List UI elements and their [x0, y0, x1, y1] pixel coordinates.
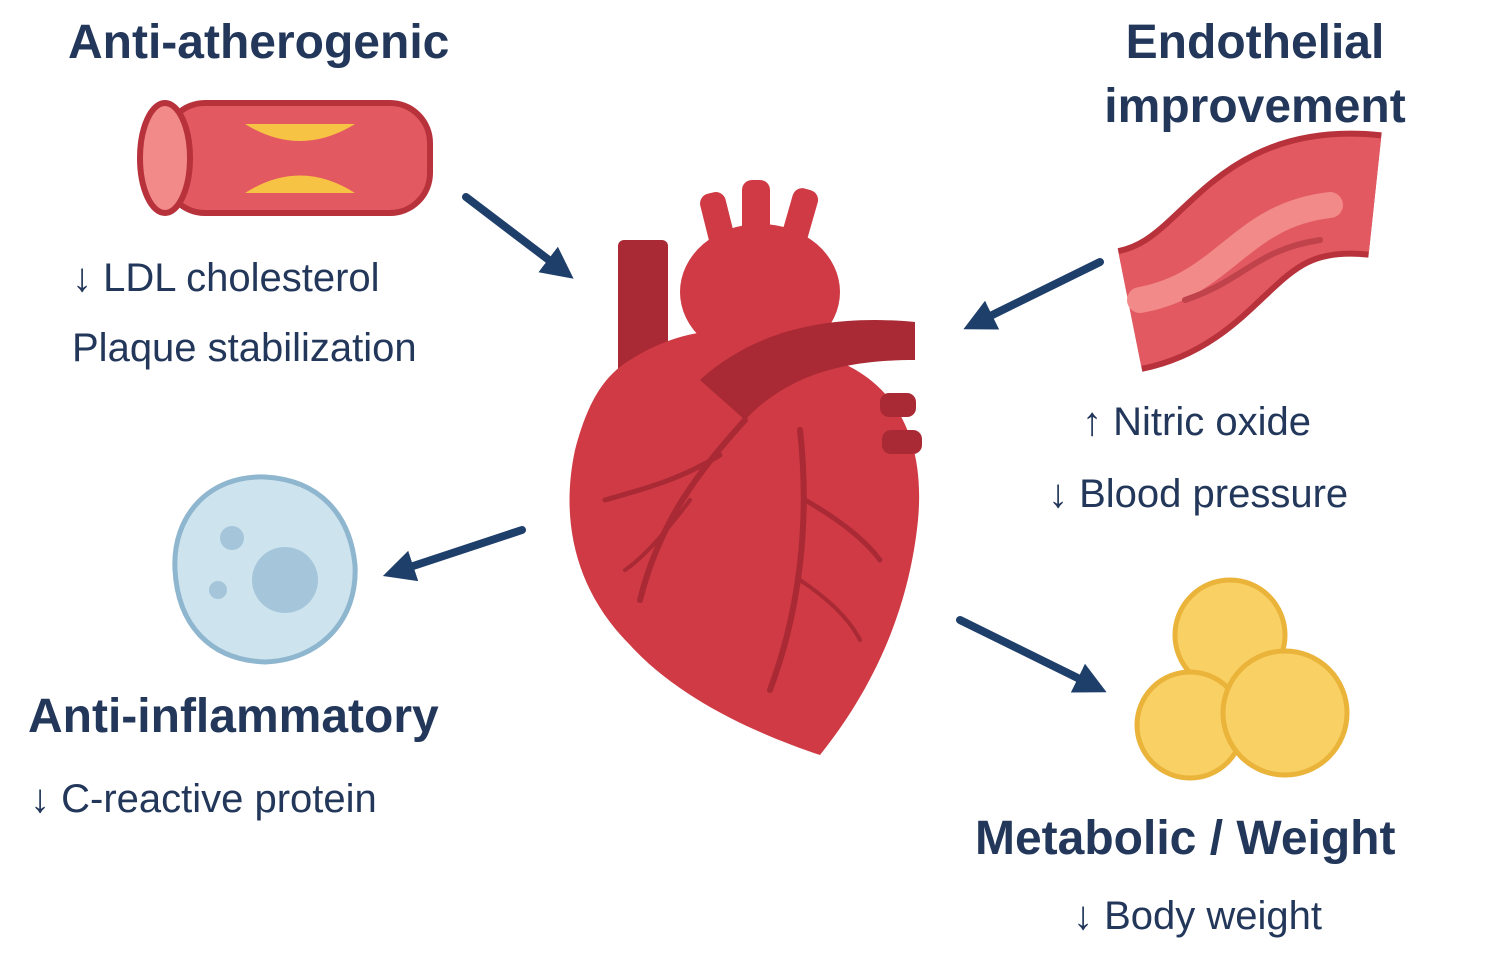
- fat-cells-icon: [1134, 577, 1350, 781]
- heart-icon: [569, 180, 922, 755]
- plaque-stabilization-text: Plaque stabilization: [72, 326, 417, 370]
- blood-vessel-icon: [1114, 130, 1382, 372]
- metabolic-weight-title: Metabolic / Weight: [975, 812, 1396, 865]
- anti-inflammatory-title: Anti-inflammatory: [28, 690, 439, 743]
- immune-cell-icon: [172, 474, 358, 665]
- anti-atherogenic-title: Anti-atherogenic: [68, 16, 450, 69]
- arrow-to-fat-cells: [956, 616, 1107, 693]
- body-weight-text: ↓ Body weight: [1073, 894, 1323, 938]
- c-reactive-protein-text: ↓ C-reactive protein: [30, 777, 377, 821]
- arrow-to-heart-from-vessel: [963, 258, 1104, 330]
- arrow-to-cell: [382, 526, 526, 582]
- nitric-oxide-text: ↑ Nitric oxide: [1082, 400, 1311, 444]
- arrow-to-heart-from-artery: [462, 193, 574, 279]
- blood-pressure-text: ↓ Blood pressure: [1048, 472, 1349, 516]
- artery-plaque-icon: [137, 100, 433, 216]
- endothelial-title-line-2: improvement: [1104, 80, 1406, 133]
- ldl-cholesterol-text: ↓ LDL cholesterol: [72, 256, 380, 300]
- endothelial-title-line-1: Endothelial: [1125, 16, 1385, 69]
